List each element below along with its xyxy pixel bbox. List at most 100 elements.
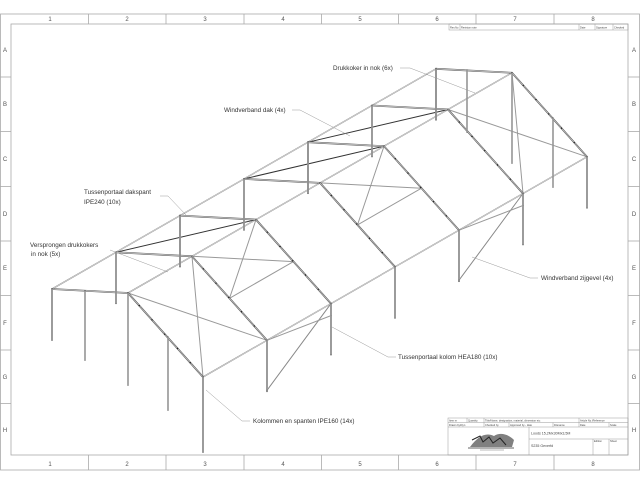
edition-header: Edition	[594, 439, 602, 443]
row-ref-B: B	[632, 102, 636, 108]
bolt	[445, 215, 447, 217]
bolt	[240, 311, 243, 313]
item-nr-header: Item nr	[449, 418, 457, 422]
bolt	[151, 319, 153, 321]
rafter-far-6-highlight	[435, 68, 513, 74]
row-ref-E: E	[3, 266, 7, 272]
leader-kolommen	[205, 389, 250, 422]
bolt	[420, 186, 422, 189]
title-block: Item nr Quantity Title/Name, designation…	[447, 417, 629, 456]
roof-wind-brace	[511, 72, 524, 194]
bolt	[407, 172, 409, 174]
windverband-dak	[307, 109, 449, 143]
column-ref-4: 4	[281, 462, 285, 468]
windverband-zijgevel	[458, 193, 524, 281]
drawing-title: Loods 15,2Mx30Mx3,5M	[531, 432, 570, 436]
bolt	[560, 127, 563, 129]
row-ref-D: D	[632, 212, 637, 218]
bolt	[535, 98, 537, 101]
column-ref-8: 8	[591, 462, 595, 468]
side-girt	[458, 205, 524, 231]
bolt	[496, 164, 499, 166]
row-ref-C: C	[3, 157, 8, 163]
bolt	[356, 223, 358, 225]
column-ref-7: 7	[513, 462, 517, 468]
roof-wind-brace	[229, 219, 257, 299]
label-tussenportaal-dakspant: Tussenportaal dakspant	[84, 189, 151, 196]
article-no-header: Article No./Reference	[580, 418, 605, 422]
label-verspronge-drukkokers-2: in nok (5x)	[31, 251, 60, 258]
filename-header: Filename	[554, 423, 565, 427]
revision-block-border	[448, 23, 629, 31]
column-ref-5: 5	[358, 17, 362, 23]
inner-border	[10, 23, 629, 456]
company-logo	[468, 433, 514, 451]
bolt	[138, 304, 140, 307]
bolt	[253, 325, 255, 327]
side-girt	[266, 315, 332, 341]
bolt	[292, 260, 294, 262]
bolt	[279, 245, 281, 248]
title-block-border	[447, 417, 629, 456]
leader-windverband-dak	[292, 109, 351, 137]
bolt	[509, 178, 511, 180]
sheet-header: Sheet	[610, 439, 617, 443]
quantity-header: Quantity	[468, 418, 478, 422]
steel-frame-isometric	[51, 67, 588, 453]
column-ref-5: 5	[358, 462, 362, 468]
leader-drukkoker	[400, 67, 476, 94]
bolt	[573, 141, 575, 144]
bolt	[164, 333, 166, 335]
revision-note-header: Revision note	[461, 25, 477, 29]
row-ref-G: G	[3, 375, 8, 381]
label-verspronge-drukkokers: Versprongen drukkokers	[30, 242, 98, 249]
approved-by-header: Approved by - date	[510, 423, 532, 427]
date-header: Date	[580, 423, 586, 427]
row-ref-B: B	[3, 102, 7, 108]
title-name-header: Title/Name, designation, material, dimen…	[485, 418, 541, 422]
row-ref-G: G	[632, 375, 637, 381]
column-ref-6: 6	[435, 17, 439, 23]
label-tussenportaal-kolom: Tussenportaal kolom HEA180 (10x)	[398, 354, 498, 361]
column-ref-3: 3	[203, 17, 207, 23]
bolt	[484, 149, 486, 152]
label-windverband-dak: Windverband dak (4x)	[224, 107, 286, 114]
bolt	[304, 274, 307, 276]
column-ref-2: 2	[125, 17, 129, 23]
label-kolommen: Kolommen en spanten IPE160 (14x)	[253, 418, 355, 425]
label-windverband-zijgevel: Windverband zijgevel (4x)	[541, 275, 613, 282]
bolt	[458, 121, 460, 123]
bolt	[522, 84, 524, 87]
column-ref-4: 4	[281, 17, 285, 23]
bolt	[343, 209, 345, 211]
date-header: Date	[580, 25, 586, 29]
bolt	[189, 362, 191, 364]
row-ref-A: A	[3, 48, 7, 54]
windverband-dak	[115, 219, 257, 253]
bolt	[176, 347, 179, 350]
bolt	[228, 296, 230, 299]
scale-header: Scale	[610, 423, 617, 427]
label-tussenportaal-dakspant-profile: IPE240 (10x)	[84, 199, 121, 206]
leader-windverband-zijgevel	[471, 256, 538, 279]
leader-verspronge-drukkokers	[109, 249, 169, 273]
revision-block: Rev.No Revision note Date Signature Chec…	[448, 23, 629, 31]
material: S235 Geverfd	[531, 444, 553, 448]
leader-tussenportaal-kolom	[331, 326, 396, 358]
column-ref-2: 2	[125, 462, 129, 468]
bolt	[266, 231, 268, 233]
column-ref-6: 6	[435, 462, 439, 468]
bolt	[330, 194, 332, 197]
roof-wind-brace	[357, 187, 422, 226]
bolt	[381, 251, 383, 254]
column-ref-1: 1	[48, 17, 52, 23]
checked-by-header: Checked by	[485, 423, 499, 427]
signature-header: Signature	[596, 25, 608, 29]
bolt	[471, 135, 473, 138]
row-ref-C: C	[632, 157, 637, 163]
annotations: Drukkoker in nok (6x) Windverband dak (4…	[30, 65, 613, 425]
rev-no-header: Rev.No	[450, 25, 459, 29]
bolt	[432, 200, 435, 203]
column-ref-3: 3	[203, 462, 207, 468]
